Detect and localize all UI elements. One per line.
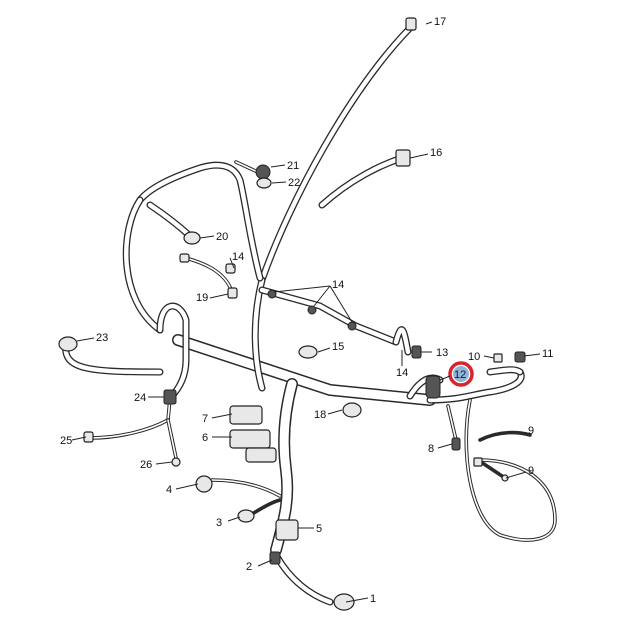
highlight-fill: [453, 366, 469, 382]
connector-10: [493, 353, 503, 363]
connector-5: [275, 519, 299, 541]
callout-19: 19: [196, 292, 208, 304]
connector-23: [58, 336, 78, 352]
callout-1: 1: [370, 593, 376, 605]
connector-20: [183, 231, 201, 245]
connector-24: [163, 389, 177, 405]
connector-11: [514, 351, 526, 363]
connector-1: [333, 593, 355, 611]
callout-7: 7: [202, 413, 208, 425]
highlighted-callout-12[interactable]: 12: [439, 361, 474, 387]
callout-20: 20: [216, 231, 228, 243]
callout-12: 12: [454, 369, 466, 381]
connector-8: [451, 437, 461, 451]
callout-17: 17: [434, 16, 446, 28]
callout-14b: 14: [332, 279, 344, 291]
callout-13: 13: [436, 347, 448, 359]
connector-14-left: [179, 253, 190, 263]
connector-9-mid: [473, 457, 483, 467]
callout-14c: 14: [396, 367, 408, 379]
connector-16: [395, 149, 411, 167]
callout-24: 24: [134, 392, 146, 404]
callout-14a: 14: [232, 251, 244, 263]
connector-21: [255, 164, 271, 180]
callout-18: 18: [314, 409, 326, 421]
connector-14-a: [267, 289, 277, 299]
connector-18: [342, 402, 362, 418]
callout-9a: 9: [528, 425, 534, 437]
connector-14-c: [347, 321, 357, 331]
leader-lines: [71, 21, 541, 603]
callout-21: 21: [287, 160, 299, 172]
callout-15: 15: [332, 341, 344, 353]
callout-2: 2: [246, 561, 252, 573]
callout-8: 8: [428, 443, 434, 455]
callout-5: 5: [316, 523, 322, 535]
connector-2: [269, 551, 281, 565]
relay-block-6: [229, 429, 271, 449]
connector-17: [405, 17, 417, 31]
callout-labels: 1 2 3 4 5 6 7 8 9 9 10 11 13 14 14 14 15…: [60, 16, 553, 605]
harness-wires: [62, 24, 557, 606]
connector-4: [195, 475, 213, 493]
relay-block-7: [229, 405, 263, 425]
relay-block-6b: [245, 447, 277, 463]
callout-6: 6: [202, 432, 208, 444]
callout-16: 16: [430, 147, 442, 159]
callout-26: 26: [140, 459, 152, 471]
connector-13: [411, 345, 422, 359]
connector-14-b: [307, 305, 317, 315]
connector-3: [237, 509, 255, 523]
callout-23: 23: [96, 332, 108, 344]
component-12: [425, 375, 441, 399]
terminal-26: [171, 457, 181, 467]
connectors: [58, 17, 526, 611]
callout-9b: 9: [528, 465, 534, 477]
connector-22: [256, 177, 272, 189]
connector-9-end: [501, 474, 509, 482]
connector-14-top: [225, 263, 236, 274]
callout-22: 22: [288, 177, 300, 189]
callout-10: 10: [468, 351, 480, 363]
callout-4: 4: [166, 484, 172, 496]
connector-19: [227, 287, 238, 299]
connector-15: [298, 345, 318, 359]
callout-3: 3: [216, 517, 222, 529]
callout-11: 11: [542, 348, 553, 360]
callout-25: 25: [60, 435, 72, 447]
